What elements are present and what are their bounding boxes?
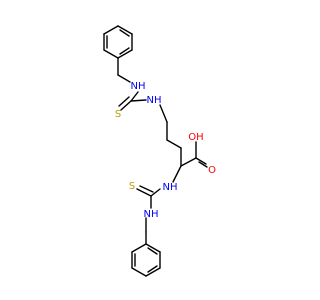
oxygen-label: O bbox=[208, 165, 216, 176]
bond bbox=[103, 25, 119, 35]
bond bbox=[131, 267, 147, 277]
bond bbox=[145, 243, 161, 253]
nh-label: NH bbox=[163, 182, 178, 193]
bond bbox=[195, 157, 207, 165]
bond bbox=[118, 96, 130, 107]
nh-label: NH bbox=[147, 95, 162, 106]
bond bbox=[139, 185, 154, 193]
bond bbox=[131, 243, 147, 253]
bond bbox=[103, 49, 119, 59]
bond bbox=[159, 104, 168, 123]
bond bbox=[136, 188, 152, 197]
bond bbox=[130, 99, 147, 102]
bond bbox=[119, 29, 130, 37]
sulfur-label: S bbox=[115, 109, 121, 120]
nh-label: NH bbox=[131, 81, 146, 92]
bond bbox=[198, 161, 208, 168]
bond bbox=[117, 74, 131, 83]
bond bbox=[180, 157, 197, 167]
structure-diagram: NH S NH OH O NH S NH bbox=[103, 25, 216, 277]
bond bbox=[147, 247, 158, 255]
bond bbox=[130, 91, 139, 102]
atom-labels: NH S NH OH O NH S NH bbox=[115, 81, 216, 220]
sulfur-label: S bbox=[129, 181, 135, 192]
bond bbox=[147, 265, 158, 273]
bond bbox=[119, 47, 130, 55]
bond bbox=[145, 267, 161, 277]
bonds bbox=[103, 25, 208, 277]
bond bbox=[117, 49, 133, 59]
bond bbox=[166, 139, 182, 149]
bond bbox=[150, 188, 161, 197]
bond bbox=[117, 25, 133, 35]
hydroxyl-label: OH bbox=[188, 132, 203, 143]
bond bbox=[172, 165, 182, 183]
bond bbox=[120, 100, 132, 111]
nh-label: NH bbox=[144, 209, 159, 220]
